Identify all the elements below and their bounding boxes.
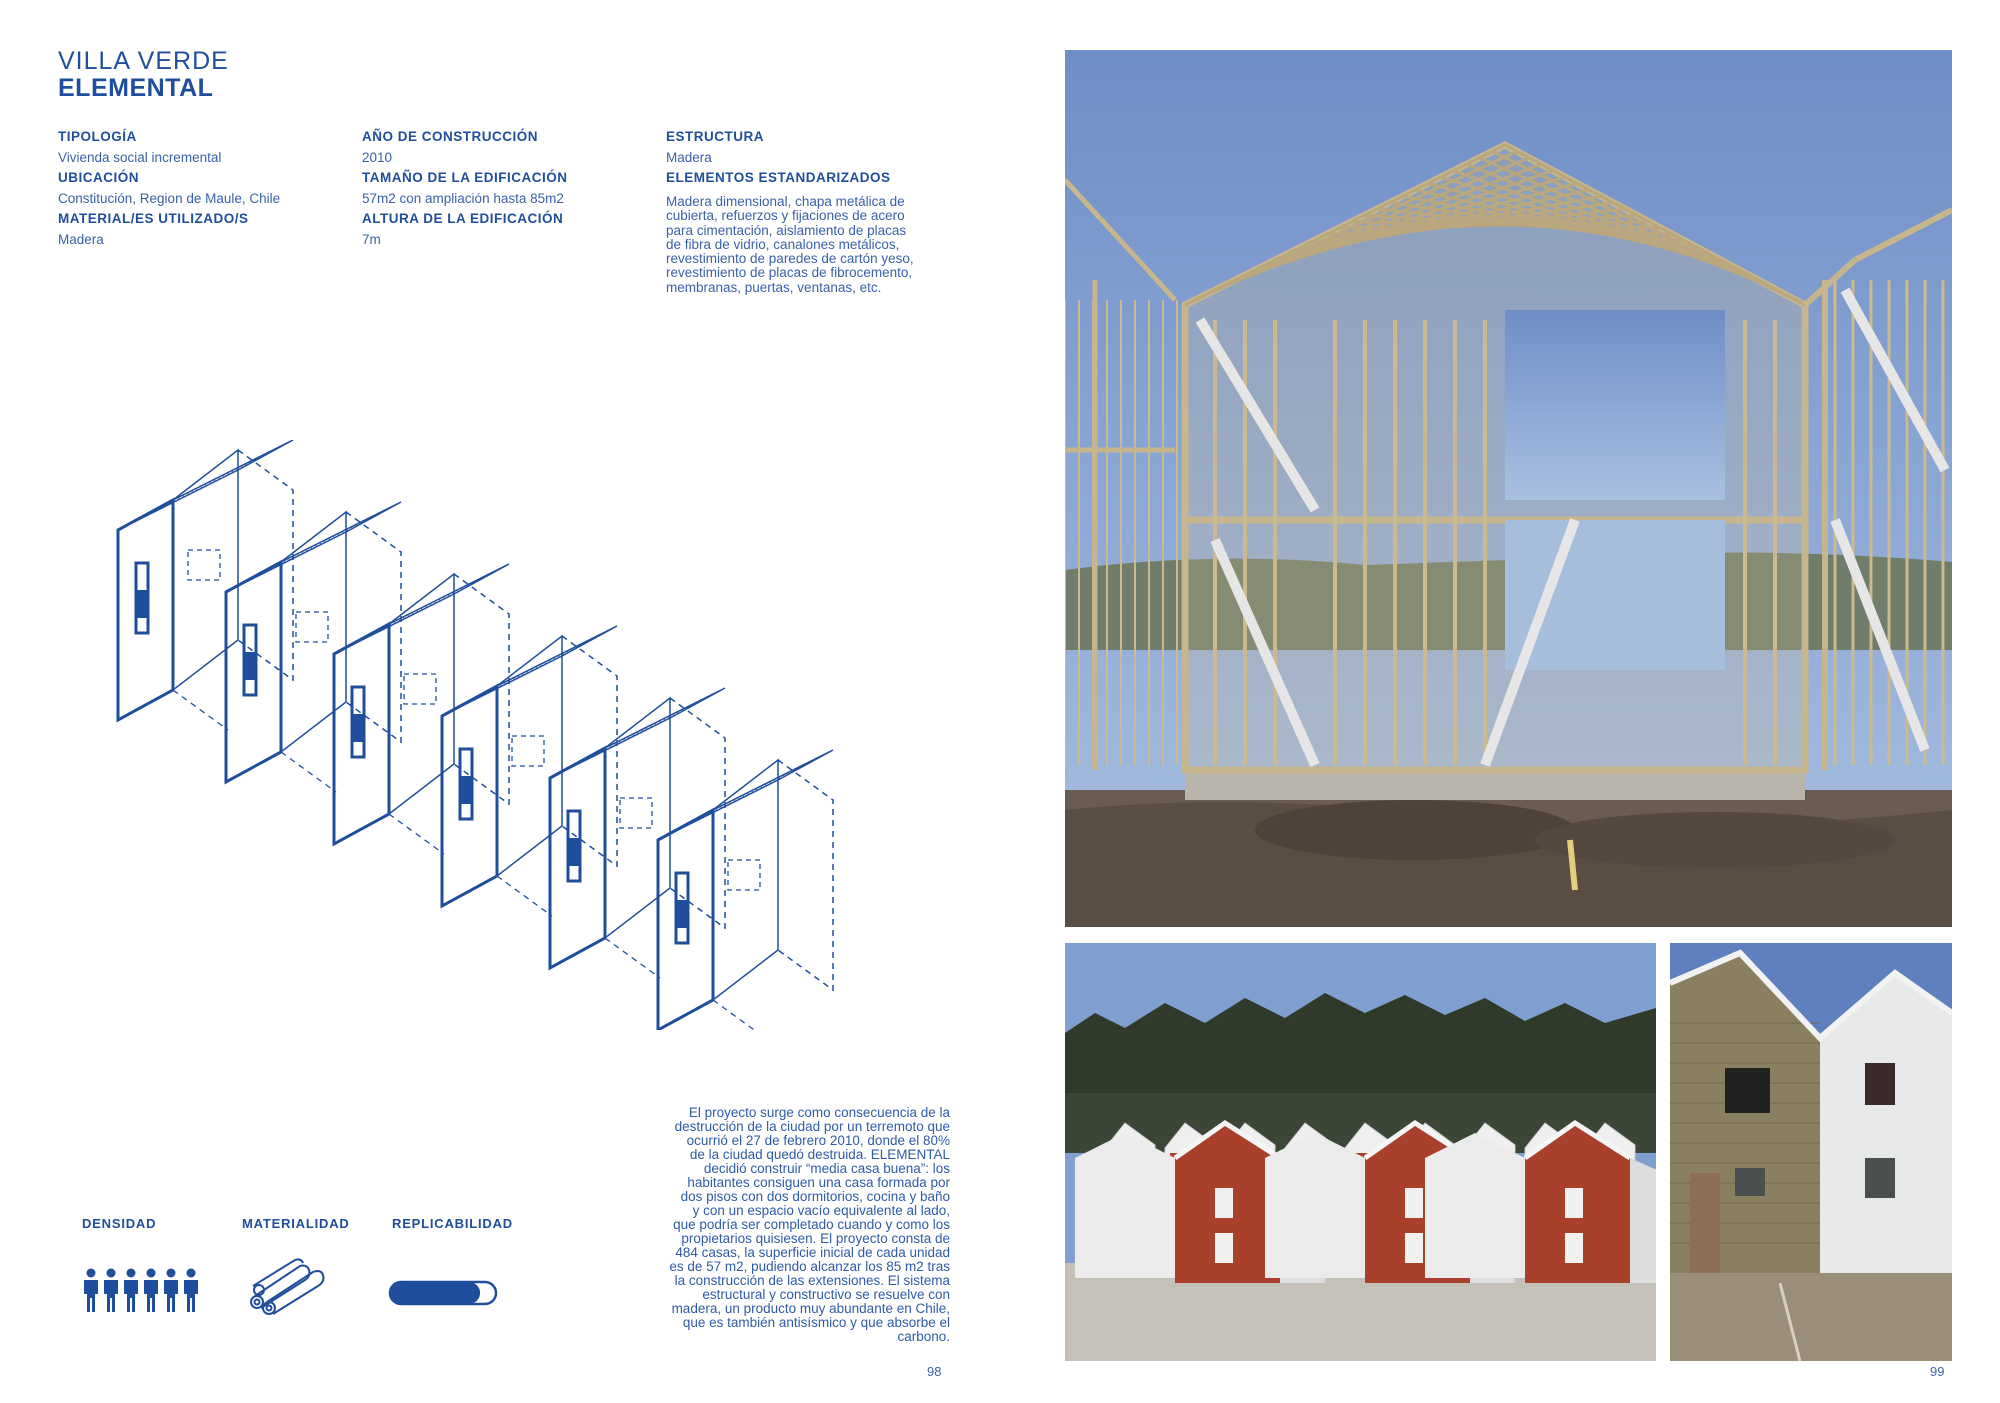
- text-line: membranas, puertas, ventanas, etc.: [666, 279, 882, 295]
- text-line: dos pisos con dos dormitorios, cocina y …: [680, 1189, 950, 1204]
- axonometric-houses-diagram: [116, 440, 834, 1030]
- house-unit: [440, 625, 618, 917]
- text-line: propietarios quisiesen. El proyecto cons…: [681, 1231, 950, 1246]
- text-line: destrucción de la ciudad por un terremot…: [674, 1119, 950, 1134]
- text-line: la construcción de las extensiones. El s…: [674, 1273, 950, 1288]
- text-line: 484 casas, la superficie inicial de cada…: [675, 1245, 950, 1260]
- replicabilidad-label: REPLICABILIDAD: [392, 1216, 513, 1231]
- person-icon: [144, 1268, 158, 1312]
- person-icon: [104, 1268, 118, 1312]
- elementos-paragraph: Madera dimensional, chapa metálica de cu…: [666, 194, 966, 295]
- person-icon: [164, 1268, 178, 1312]
- field-label: TAMAÑO DE LA EDIFICACIÓN: [362, 170, 568, 185]
- field-label: UBICACIÓN: [58, 170, 139, 185]
- person-icon: [84, 1268, 98, 1312]
- person-icon: [124, 1268, 138, 1312]
- text-line: El proyecto surge como consecuencia de l…: [688, 1105, 950, 1120]
- page-title-line1: VILLA VERDE: [58, 47, 229, 75]
- field-value: 57m2 con ampliación hasta 85m2: [362, 191, 564, 206]
- finished-houses-row-photo: [1065, 943, 1656, 1361]
- text-line: cubierta, refuerzos y fijaciones de acer…: [666, 208, 905, 224]
- text-line: carbono.: [897, 1329, 950, 1344]
- person-icon: [184, 1268, 198, 1312]
- text-line: que es también antisísmico y que absorbe…: [682, 1315, 950, 1330]
- field-label: ELEMENTOS ESTANDARIZADOS: [666, 170, 891, 185]
- text-line: que podría ser completado cuando y como …: [673, 1217, 950, 1232]
- info-column-1: TIPOLOGÍA Vivienda social incremental UB…: [58, 127, 348, 250]
- house-unit: [548, 687, 726, 979]
- text-line: madera, un producto muy abundante en Chi…: [671, 1301, 950, 1316]
- page-number-right: 99: [1930, 1364, 1945, 1379]
- page-number-left: 98: [927, 1364, 942, 1379]
- materialidad-label: MATERIALIDAD: [242, 1216, 350, 1231]
- text-line: y con un espacio vacío equivalente al la…: [692, 1203, 950, 1218]
- text-line: ocurrió el 27 de febrero 2010, donde el …: [686, 1133, 950, 1148]
- text-line: es de 57 m2, pudiendo alcanzar los 85 m2…: [669, 1259, 950, 1274]
- text-line: decidió construir “media casa buena”: lo…: [703, 1161, 950, 1176]
- text-line: de la ciudad quedó destruida. ELEMENTAL: [689, 1147, 950, 1162]
- text-line: revestimiento de placas de fibrocemento,: [666, 265, 913, 281]
- house-unit: [332, 563, 510, 855]
- text-line: revestimiento de paredes de cartón yeso,: [666, 251, 914, 267]
- replicability-bar-icon: [388, 1280, 498, 1306]
- house-unit: [116, 440, 294, 731]
- field-value: Vivienda social incremental: [58, 150, 222, 165]
- field-label: TIPOLOGÍA: [58, 129, 137, 144]
- info-column-2: AÑO DE CONSTRUCCIÓN 2010 TAMAÑO DE LA ED…: [362, 127, 652, 250]
- field-label: MATERIAL/ES UTILIZADO/S: [58, 211, 249, 226]
- field-label: ESTRUCTURA: [666, 129, 764, 144]
- house-unit: [224, 501, 402, 793]
- description-paragraph: El proyecto surge como consecuencia de l…: [560, 1106, 950, 1344]
- construction-photo: [1065, 50, 1952, 927]
- field-value: Constitución, Region de Maule, Chile: [58, 191, 281, 206]
- field-value: Madera: [666, 150, 712, 165]
- info-column-3: ESTRUCTURA Madera ELEMENTOS ESTANDARIZAD…: [666, 127, 966, 295]
- text-line: estructural y constructivo se resuelve c…: [702, 1287, 950, 1302]
- text-line: para cimentación, aislamiento de placas: [666, 222, 907, 238]
- wood-logs-icon: [250, 1258, 325, 1315]
- text-line: habitantes consiguen una casa formada po…: [687, 1175, 950, 1190]
- densidad-label: DENSIDAD: [82, 1216, 157, 1231]
- text-line: de fibra de vidrio, canalones metálicos,: [666, 236, 900, 252]
- house-facade-detail-photo: [1670, 943, 1952, 1361]
- field-value: 2010: [362, 150, 393, 165]
- density-people-icon: [84, 1268, 198, 1312]
- field-value: 7m: [362, 232, 381, 247]
- text-line: Madera dimensional, chapa metálica de: [666, 194, 905, 209]
- field-label: ALTURA DE LA EDIFICACIÓN: [362, 211, 564, 226]
- field-label: AÑO DE CONSTRUCCIÓN: [362, 129, 539, 144]
- field-value: Madera: [58, 232, 104, 247]
- page-title-line2: ELEMENTAL: [58, 74, 214, 102]
- house-unit: [656, 749, 834, 1030]
